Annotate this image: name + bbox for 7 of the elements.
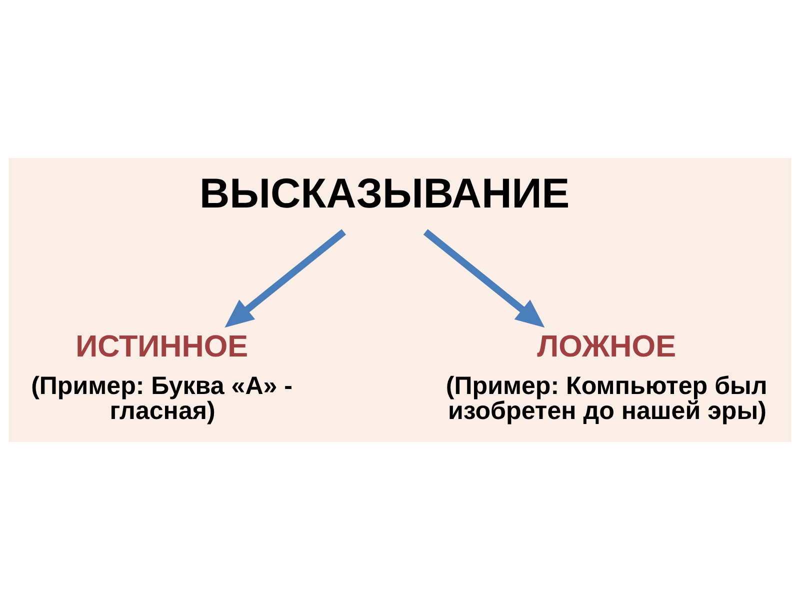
node-label: (Пример: Компьютер был изобретен до нашей эры) xyxy=(446,372,768,425)
node-text: ВЫСКАЗЫВАНИЕ xyxy=(200,169,570,216)
node-text: ИСТИННОЕ xyxy=(76,330,248,364)
node-text: ЛОЖНОЕ xyxy=(537,330,676,364)
arrow xyxy=(224,229,346,328)
node-label: (Пример: Буква «А» - гласная) xyxy=(31,372,293,425)
arrow xyxy=(423,229,545,328)
